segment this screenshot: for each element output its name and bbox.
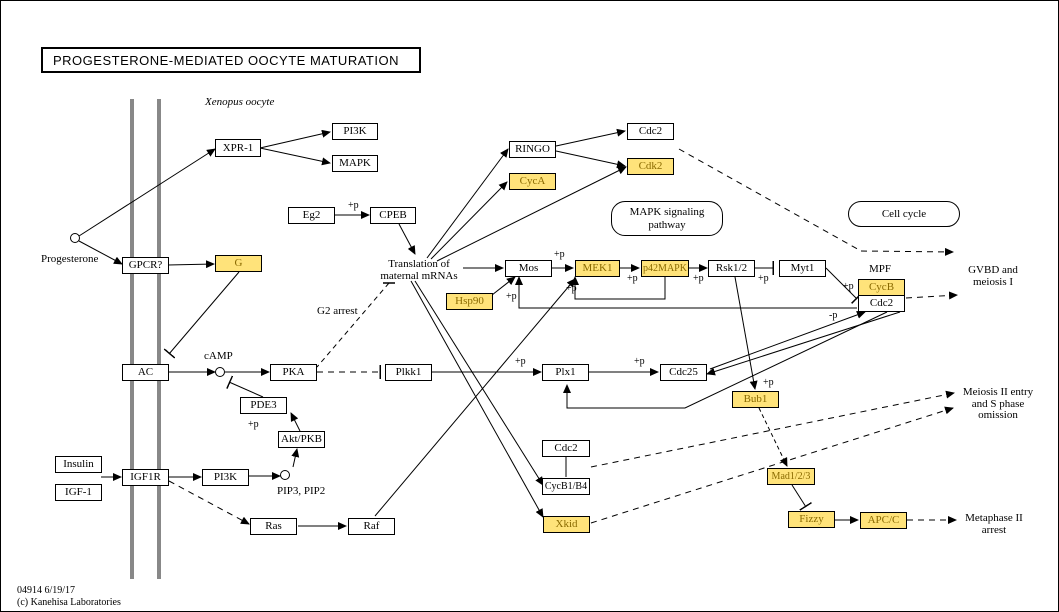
phospho-p42mapk: +p (627, 273, 638, 284)
phospho-mek1: +p (566, 283, 577, 294)
phospho-cdc2-mpf: +p (843, 281, 854, 292)
node-g[interactable]: G (215, 255, 262, 272)
node-ringo[interactable]: RINGO (509, 141, 556, 158)
node-cdc2-mpf[interactable]: Cdc2 (858, 295, 905, 312)
camp-label: cAMP (204, 350, 233, 362)
pathway-title: PROGESTERONE-MEDIATED OOCYTE MATURATION (41, 47, 421, 73)
node-aktpkb[interactable]: Akt/PKB (278, 431, 325, 448)
node-plx1[interactable]: Plx1 (542, 364, 589, 381)
phospho-hsp90: +p (506, 291, 517, 302)
node-fizzy[interactable]: Fizzy (788, 511, 835, 528)
node-cdc2-top[interactable]: Cdc2 (627, 123, 674, 140)
phospho-mos: +p (554, 249, 565, 260)
node-bub1[interactable]: Bub1 (732, 391, 779, 408)
node-pi3k-top[interactable]: PI3K (332, 123, 378, 140)
phospho-cdc25: +p (634, 356, 645, 367)
node-cyca[interactable]: CycA (509, 173, 556, 190)
node-xpr1[interactable]: XPR-1 (215, 139, 261, 157)
node-raf[interactable]: Raf (348, 518, 395, 535)
node-plkk1[interactable]: Plkk1 (385, 364, 432, 381)
node-p42mapk[interactable]: p42MAPK (641, 260, 689, 277)
node-myt1[interactable]: Myt1 (779, 260, 826, 277)
node-cdk2[interactable]: Cdk2 (627, 158, 674, 175)
phospho-myt1: +p (758, 273, 769, 284)
node-cdc2-low[interactable]: Cdc2 (542, 440, 590, 457)
footer-copyright: (c) Kanehisa Laboratories (17, 597, 121, 608)
phospho-eg2: +p (348, 200, 359, 211)
pip-label: PIP3, PIP2 (277, 485, 326, 497)
node-ras[interactable]: Ras (250, 518, 297, 535)
node-mapk-top[interactable]: MAPK (332, 155, 378, 172)
node-pi3k-low[interactable]: PI3K (202, 469, 249, 486)
node-igf1[interactable]: IGF-1 (55, 484, 102, 501)
node-mek1[interactable]: MEK1 (575, 260, 620, 277)
node-cdc25[interactable]: Cdc25 (660, 364, 707, 381)
node-rsk12[interactable]: Rsk1/2 (708, 260, 755, 277)
footer-id: 04914 6/19/17 (17, 585, 76, 596)
node-gpcr[interactable]: GPCR? (122, 257, 169, 274)
node-pka[interactable]: PKA (270, 364, 317, 381)
node-mos[interactable]: Mos (505, 260, 552, 277)
metaphase2-label: Metaphase II arrest (965, 512, 1023, 536)
node-apcc[interactable]: APC/C (860, 512, 907, 529)
node-cycb-mpf[interactable]: CycB (858, 279, 905, 296)
meiosis2-label: Meiosis II entry and S phase omission (962, 386, 1034, 422)
node-pde3[interactable]: PDE3 (240, 397, 287, 414)
dephospho-cdc2: -p (829, 310, 838, 321)
node-ac[interactable]: AC (122, 364, 169, 381)
node-mad123[interactable]: Mad1/2/3 (767, 468, 815, 485)
translation-label: Translation of maternal mRNAs (380, 258, 458, 282)
phospho-pde3: +p (248, 419, 259, 430)
node-xkid[interactable]: Xkid (543, 516, 590, 533)
phospho-bub1: +p (763, 377, 774, 388)
node-hsp90[interactable]: Hsp90 (446, 293, 493, 310)
node-cpeb[interactable]: CPEB (370, 207, 416, 224)
progesterone-label: Progesterone (41, 253, 99, 265)
pathway-cellcycle-link[interactable]: Cell cycle (848, 201, 960, 227)
mpf-label: MPF (869, 263, 892, 275)
phospho-rsk: +p (693, 273, 704, 284)
g2arrest-label: G2 arrest (317, 305, 358, 317)
node-igf1r[interactable]: IGF1R (122, 469, 169, 486)
node-insulin[interactable]: Insulin (55, 456, 102, 473)
pathway-mapk-link[interactable]: MAPK signaling pathway (611, 201, 723, 236)
organism-label: Xenopus oocyte (205, 96, 275, 108)
gvbd-label: GVBD and meiosis I (968, 264, 1018, 288)
phospho-plx1: +p (515, 356, 526, 367)
node-cycb1b4[interactable]: CycB1/B4 (542, 478, 590, 495)
node-eg2[interactable]: Eg2 (288, 207, 335, 224)
